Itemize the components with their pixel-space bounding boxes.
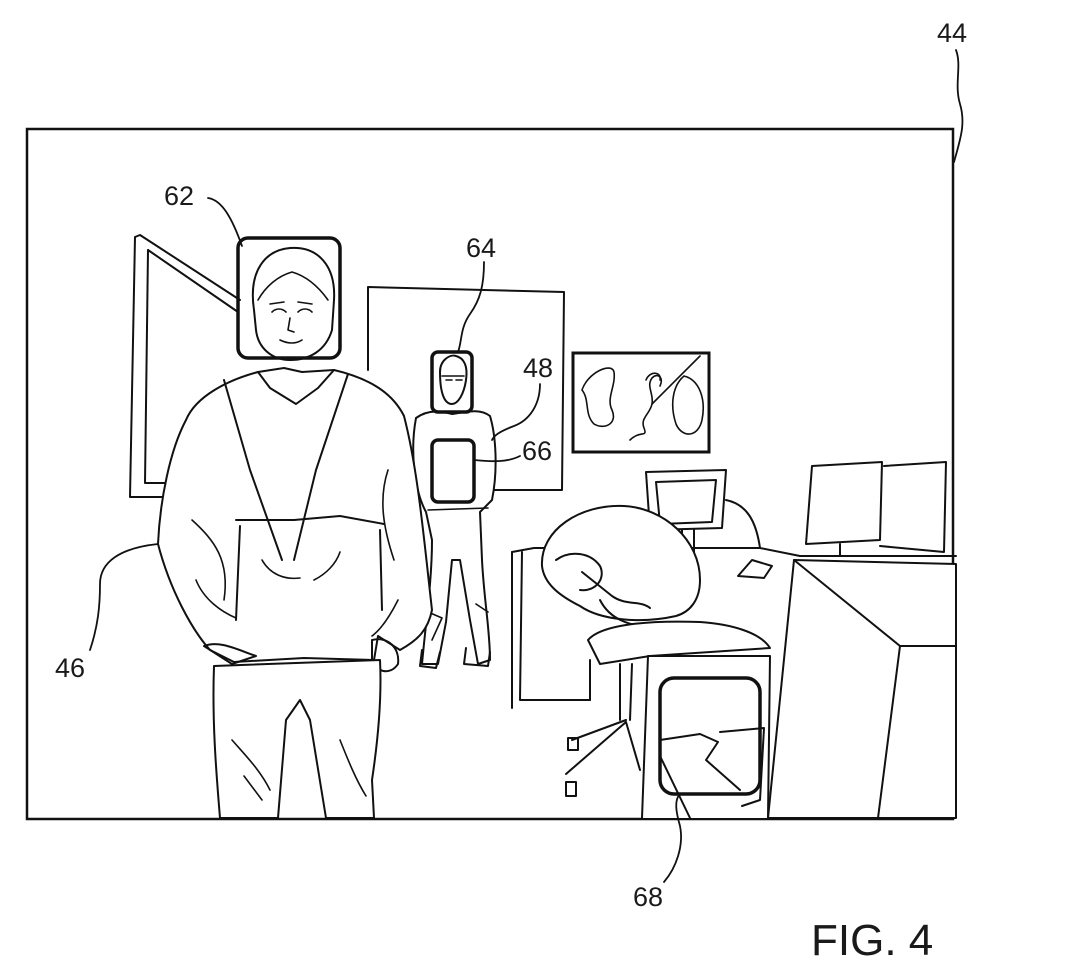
face-box-near <box>236 236 342 360</box>
whiteboard <box>129 234 241 498</box>
label-66: 66 <box>522 436 552 466</box>
leader-46 <box>89 543 159 651</box>
desk-area <box>511 461 957 819</box>
label-64: 64 <box>466 233 496 263</box>
label-46: 46 <box>55 653 85 683</box>
leader-66 <box>473 455 521 463</box>
wall-picture <box>571 351 711 454</box>
image-frame <box>25 127 955 821</box>
leader-62 <box>207 197 243 247</box>
figure-caption: FIG. 4 <box>811 916 933 965</box>
label-48: 48 <box>523 353 553 383</box>
chair-box <box>658 676 762 796</box>
torso-box-far <box>430 438 476 504</box>
label-68: 68 <box>633 882 663 912</box>
person-near <box>157 246 433 819</box>
leader-48 <box>491 383 541 441</box>
label-44: 44 <box>937 18 967 48</box>
leader-68 <box>663 793 682 883</box>
back-wall-panel <box>367 286 565 491</box>
leader-44 <box>953 49 964 163</box>
leader-64 <box>457 261 485 353</box>
office-chair <box>540 504 771 819</box>
label-62: 62 <box>164 181 194 211</box>
face-box-far <box>430 350 474 414</box>
